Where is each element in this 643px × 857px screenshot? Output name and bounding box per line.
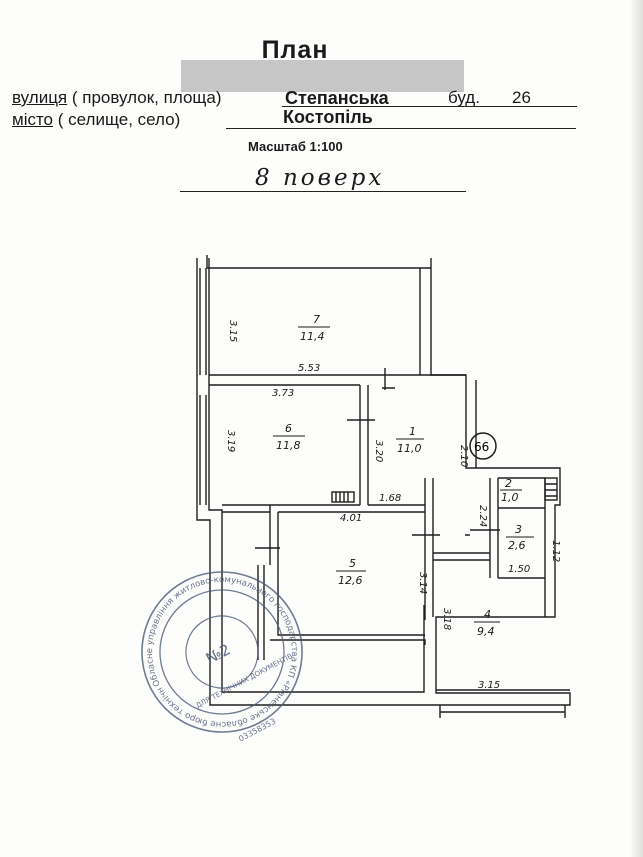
dim-room5-width: 4.01 <box>340 513 362 524</box>
room-4-area: 9,4 <box>477 625 495 638</box>
dimension-labels: 5.53 3.73 3.15 3.19 3.20 2.10 1.68 4.01 … <box>225 320 561 691</box>
dim-room1-width: 1.68 <box>379 493 401 504</box>
apartment-circle <box>469 432 497 460</box>
dim-room6-width: 3.73 <box>272 388 294 399</box>
room-7-number: 7 <box>313 313 320 326</box>
redacted-block <box>181 60 464 92</box>
dim-room4-width: 3.15 <box>478 680 500 691</box>
city-row: місто ( селище, село) <box>12 110 180 130</box>
building-label: буд. <box>448 88 480 107</box>
dim-corridor-depth: 2.24 <box>477 505 488 527</box>
street-label: вулиця <box>12 88 68 107</box>
dim-room5-depth: 3.14 <box>417 572 428 594</box>
street-row: вулиця ( провулок, площа) <box>12 88 222 108</box>
floor-label: 8 поверх <box>255 165 385 191</box>
scale-label: Масштаб 1:100 <box>248 139 343 154</box>
street-underline <box>282 106 577 107</box>
city-hint: ( селище, село) <box>57 110 181 129</box>
dim-room7-depth: 3.15 <box>227 320 238 342</box>
room-5-number: 5 <box>349 557 356 570</box>
street-value: Степанська <box>285 88 389 108</box>
page-edge-shadow <box>629 0 643 857</box>
city-underline <box>226 128 576 129</box>
dim-room3-depth: 1.12 <box>550 540 561 562</box>
floor-underline <box>180 191 466 192</box>
room-2-number: 2 <box>505 477 512 490</box>
dim-room4-depth: 3.18 <box>441 608 452 630</box>
city-label: місто <box>12 110 54 129</box>
apartment-number: 66 <box>474 440 489 454</box>
dim-top-width: 5.53 <box>298 363 320 374</box>
dim-room1-depth-b: 2.10 <box>458 445 469 467</box>
room-7-area: 11,4 <box>300 330 325 343</box>
building-value: 26 <box>512 88 531 107</box>
room-4-number: 4 <box>484 608 491 621</box>
document-title: План <box>261 36 329 64</box>
room-3-number: 3 <box>515 523 522 536</box>
room-3-area: 2,6 <box>508 539 526 552</box>
dim-room3-width: 1.50 <box>508 564 530 575</box>
room-1-area: 11,0 <box>397 442 422 455</box>
plan-walls <box>196 255 571 718</box>
room-6-area: 11,8 <box>276 439 301 452</box>
room-2-area: 1,0 <box>501 491 519 504</box>
dim-room1-depth-a: 3.20 <box>373 440 384 462</box>
room-1-number: 1 <box>409 425 416 438</box>
street-hint: ( провулок, площа) <box>71 88 222 107</box>
room-5-area: 12,6 <box>338 574 363 587</box>
city-value: Костопіль <box>283 107 373 127</box>
stamp-number: №2 <box>203 640 234 668</box>
dim-room6-depth: 3.19 <box>225 430 236 452</box>
room-labels: 7 11,4 6 11,8 1 11,0 2 1,0 3 2,6 5 12,6 … <box>273 313 534 638</box>
room-6-number: 6 <box>285 422 292 435</box>
